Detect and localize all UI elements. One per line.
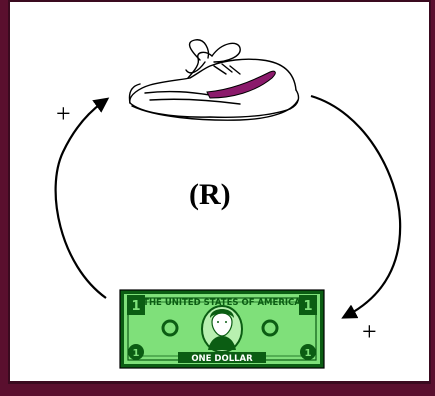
svg-text:1: 1 [133,348,140,359]
svg-text:1: 1 [131,299,140,314]
polarity-label-bottom: + [362,317,377,346]
loop-label: (R) [189,178,231,211]
bill-bottom-text: ONE DOLLAR [191,354,253,364]
polarity-label-top: + [56,99,71,128]
dollar-bill-icon: THE UNITED STATES OF AMERICA 1 1 1 1 [120,290,324,368]
arrow-shoe-to-money [311,96,400,315]
sneaker-icon [129,40,298,120]
bill-corner-top-right: 1 [299,295,317,315]
bill-corner-top-left: 1 [127,295,145,315]
bill-corner-bottom-left: 1 [128,344,144,360]
swoosh-icon [207,71,275,98]
arrow-money-to-shoe [56,102,106,298]
svg-text:1: 1 [305,348,312,359]
bill-corner-bottom-right: 1 [300,344,316,360]
svg-text:1: 1 [303,299,312,314]
